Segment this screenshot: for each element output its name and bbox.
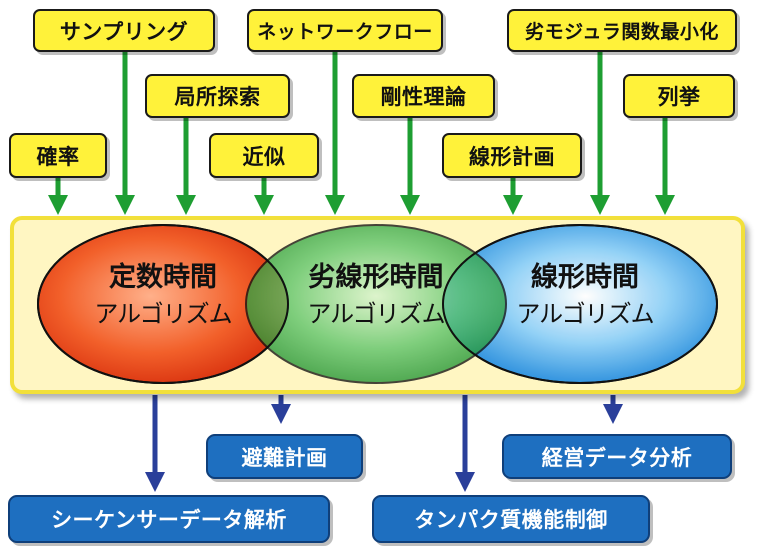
app-business-data-analysis: 経営データ分析 bbox=[502, 434, 732, 479]
input-label: ネットワークフロー bbox=[257, 21, 433, 43]
ellipse-sublinear-time bbox=[245, 224, 507, 384]
input-approximation: 近似 bbox=[209, 133, 319, 178]
ellipse-title: 劣線形時間 bbox=[308, 262, 444, 293]
app-protein-function-control: タンパク質機能制御 bbox=[372, 495, 650, 543]
input-label: 剛性理論 bbox=[380, 85, 467, 109]
ellipse-subtitle: アルゴリズム bbox=[94, 300, 232, 329]
app-label: シーケンサーデータ解析 bbox=[51, 508, 287, 532]
input-linear-programming: 線形計画 bbox=[442, 133, 582, 178]
input-label: 劣モジュラ関数最小化 bbox=[525, 21, 719, 43]
ellipse-title: 定数時間 bbox=[109, 262, 217, 293]
input-probability: 確率 bbox=[9, 133, 107, 178]
app-evacuation-planning: 避難計画 bbox=[206, 434, 363, 479]
input-rigidity: 剛性理論 bbox=[352, 74, 495, 118]
input-label: サンプリング bbox=[59, 19, 189, 44]
app-label: 経営データ分析 bbox=[541, 445, 693, 470]
input-label: 確率 bbox=[36, 144, 80, 169]
input-network-flow: ネットワークフロー bbox=[247, 9, 443, 52]
ellipse-subtitle: アルゴリズム bbox=[307, 300, 445, 329]
ellipse-subtitle: アルゴリズム bbox=[516, 300, 654, 329]
app-sequencer-data-analysis: シーケンサーデータ解析 bbox=[8, 495, 330, 543]
input-enumeration: 列挙 bbox=[623, 74, 735, 118]
ellipse-outline-constant bbox=[37, 224, 289, 384]
input-label: 列挙 bbox=[657, 85, 701, 109]
input-submodular: 劣モジュラ関数最小化 bbox=[507, 9, 737, 52]
ellipse-text-linear: 線形時間 アルゴリズム bbox=[500, 258, 670, 332]
ellipse-text-sublinear: 劣線形時間 アルゴリズム bbox=[286, 258, 466, 332]
input-label: 局所探索 bbox=[174, 85, 261, 109]
ellipse-outline-linear bbox=[442, 224, 718, 384]
ellipse-title: 線形時間 bbox=[531, 262, 639, 293]
app-label: 避難計画 bbox=[241, 445, 328, 470]
ellipse-text-constant: 定数時間 アルゴリズム bbox=[83, 258, 243, 332]
input-local-search: 局所探索 bbox=[145, 74, 290, 118]
input-label: 線形計画 bbox=[469, 144, 555, 169]
input-label: 近似 bbox=[242, 144, 286, 169]
app-label: タンパク質機能制御 bbox=[414, 508, 608, 532]
input-sampling: サンプリング bbox=[33, 9, 215, 52]
